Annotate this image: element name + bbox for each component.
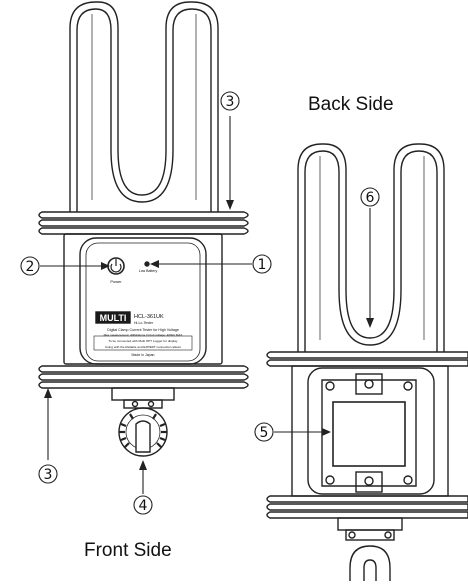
callout-circle-3-top <box>220 91 240 111</box>
front-round-connector <box>118 407 168 457</box>
callout-1: 1 <box>258 257 267 273</box>
back-round-connector <box>349 545 391 581</box>
callout-lines <box>40 116 371 494</box>
back-clamp-jaw-inner <box>304 150 438 352</box>
power-label: Power <box>110 279 122 284</box>
back-connector-base <box>337 517 403 531</box>
back-label-plate <box>332 401 406 467</box>
power-icon <box>110 263 122 273</box>
brand-box <box>95 311 131 324</box>
callout-3-bottom: 3 <box>44 467 53 483</box>
callout-4: 4 <box>139 498 148 514</box>
model-sub: Hi-Lo-Tester <box>134 321 154 325</box>
connect-text: To be connected with Multi HPT Logger fo… <box>109 339 178 343</box>
callout-circle-5 <box>254 422 274 442</box>
callout-arrowheads <box>44 200 374 470</box>
front-side-label: Front Side <box>84 540 172 561</box>
description-text: Digital Clamp Current Tester for High Vo… <box>107 328 179 332</box>
front-clamp-jaw <box>69 1 219 212</box>
back-clamp-jaw <box>297 143 445 352</box>
callout-circle-4 <box>133 495 153 515</box>
model-name: HCL-361UK <box>134 314 164 320</box>
low-battery-label: Low Battery <box>139 269 158 273</box>
made-in-text: Made in Japan <box>132 353 155 357</box>
back-bottom-flange <box>266 495 468 519</box>
spec-text: Max measurement: 400A/Hrms Circuit volta… <box>104 333 183 337</box>
callout-circles <box>20 91 380 515</box>
callout-6: 6 <box>366 190 375 206</box>
callout-circle-1 <box>252 254 272 274</box>
callout-circle-3-bottom <box>38 464 58 484</box>
low-battery-led <box>144 261 150 267</box>
front-clamp-jaw-inner <box>76 8 212 212</box>
callout-circle-2 <box>20 256 40 276</box>
callout-2: 2 <box>26 259 35 275</box>
callout-3-top: 3 <box>226 94 235 110</box>
front-top-flange <box>38 211 249 235</box>
brand-logo: MULTI <box>100 313 127 323</box>
back-device <box>266 143 468 581</box>
back-top-flange <box>266 351 468 367</box>
front-panel-text: Power Low Battery MULTI HCL-361UK Hi-Lo-… <box>100 269 183 357</box>
callout-5: 5 <box>260 425 269 441</box>
back-mounting-plate <box>321 379 417 487</box>
front-device <box>38 1 249 457</box>
callout-circle-6 <box>360 187 380 207</box>
usage-text: Using with the Reliable and EXPERT conne… <box>105 345 181 349</box>
front-bottom-flange <box>38 365 249 389</box>
back-side-label: Back Side <box>308 94 394 115</box>
front-connector-base <box>111 387 175 401</box>
